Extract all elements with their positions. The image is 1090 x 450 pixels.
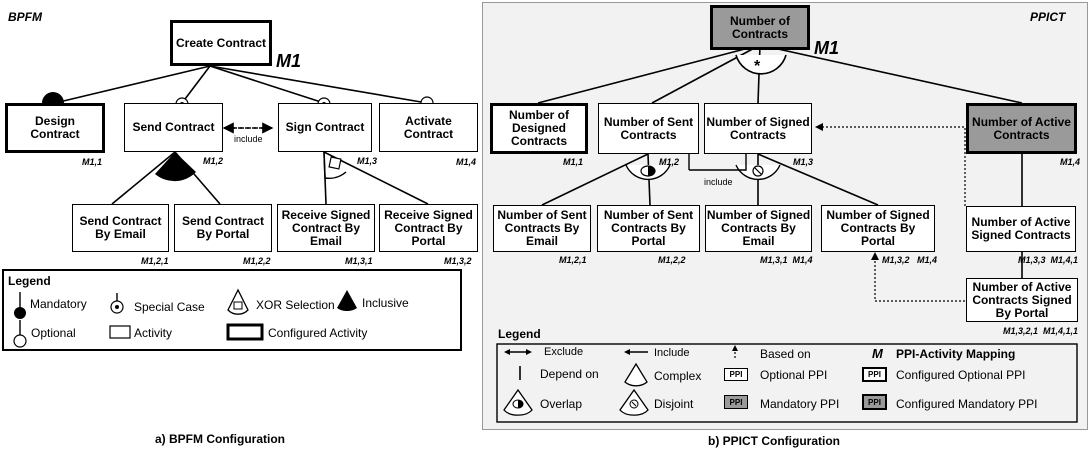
legend-include: Include bbox=[654, 347, 690, 359]
bpfm-mapping-label: M1 bbox=[276, 51, 302, 71]
legend-special-case: Special Case bbox=[134, 300, 205, 314]
bpfm-send-by-email[interactable]: Send Contract By Email bbox=[72, 204, 169, 252]
ppict-designed-contracts[interactable]: Number of Designed Contracts bbox=[490, 103, 588, 154]
legend-configured-mandatory-ppi: Configured Mandatory PPI bbox=[896, 397, 1038, 411]
ppict-signed-email-mapping: M1,3,1 M1,4 bbox=[760, 255, 813, 265]
ppict-active-portal-mapping: M1,3,2,1 M1,4,1,1 bbox=[1003, 326, 1079, 336]
ppict-signed-by-email[interactable]: Number of Signed Contracts By Email bbox=[705, 205, 812, 252]
ppict-active-mapping: M1,4 bbox=[1060, 157, 1081, 167]
legend-exclude: Exclude bbox=[544, 346, 584, 358]
ppict-active-contracts[interactable]: Number of Active Contracts bbox=[966, 103, 1077, 154]
ppict-signed-contracts[interactable]: Number of Signed Contracts bbox=[704, 103, 812, 154]
ppict-sent-mapping: M1,2 bbox=[659, 157, 680, 167]
ppict-sent-email-mapping: M1,2,1 bbox=[559, 255, 587, 265]
complex-symbol: * bbox=[754, 58, 761, 75]
ppict-active-signed[interactable]: Number of Active Signed Contracts bbox=[966, 206, 1076, 252]
bpfm-recv-portal-mapping: M1,3,2 bbox=[444, 256, 472, 266]
bpfm-send-portal-mapping: M1,2,2 bbox=[243, 256, 271, 266]
ppict-active-signed-by-portal[interactable]: Number of Active Contracts Signed By Por… bbox=[966, 278, 1078, 322]
bpfm-caption: a) BPFM Configuration bbox=[155, 432, 285, 446]
legend-depend-on: Depend on bbox=[540, 367, 599, 381]
legend-configured-activity: Configured Activity bbox=[268, 326, 368, 340]
ppict-sent-by-portal[interactable]: Number of Sent Contracts By Portal bbox=[597, 205, 700, 252]
bpfm-title: BPFM bbox=[8, 10, 42, 24]
bpfm-receive-by-email[interactable]: Receive Signed Contract By Email bbox=[277, 204, 375, 252]
ppict-caption: b) PPICT Configuration bbox=[708, 434, 840, 448]
legend-mapping-symbol: M bbox=[872, 346, 883, 361]
ppict-number-of-contracts[interactable]: Number of Contracts bbox=[710, 5, 810, 50]
legend-activity: Activity bbox=[134, 326, 173, 340]
ppict-legend-title: Legend bbox=[498, 327, 541, 341]
ppict-title: PPICT bbox=[1030, 10, 1066, 24]
bpfm-sign-mapping: M1,3 bbox=[357, 156, 378, 166]
bpfm-send-mapping: M1,2 bbox=[203, 156, 224, 166]
bpfm-legend-title: Legend bbox=[8, 274, 51, 288]
ppict-sent-portal-mapping: M1,2,2 bbox=[658, 255, 686, 265]
bpfm-create-contract[interactable]: Create Contract bbox=[170, 20, 272, 66]
bpfm-design-mapping: M1,1 bbox=[82, 157, 103, 167]
legend-optional-ppi: Optional PPI bbox=[760, 368, 828, 382]
legend-disjoint: Disjoint bbox=[654, 397, 694, 411]
bpfm-design-contract[interactable]: Design Contract bbox=[5, 103, 105, 153]
bpfm-receive-by-portal[interactable]: Receive Signed Contract By Portal bbox=[379, 204, 478, 252]
bpfm-activate-contract[interactable]: Activate Contract bbox=[379, 103, 478, 152]
ppict-sent-contracts[interactable]: Number of Sent Contracts bbox=[598, 103, 699, 154]
legend-overlap: Overlap bbox=[540, 397, 583, 411]
legend-mapping: PPI-Activity Mapping bbox=[896, 347, 1016, 361]
bpfm-recv-email-mapping: M1,3,1 bbox=[345, 256, 373, 266]
legend-based-on: Based on bbox=[760, 347, 811, 361]
ppict-signed-portal-mapping: M1,3,2 M1,4 bbox=[882, 255, 938, 265]
legend-configured-optional-ppi-icon: PPI bbox=[862, 367, 887, 382]
legend-inclusive: Inclusive bbox=[362, 296, 409, 310]
bpfm-send-email-mapping: M1,2,1 bbox=[141, 256, 169, 266]
bpfm-sign-contract[interactable]: Sign Contract bbox=[278, 103, 372, 152]
ppict-include-label: include bbox=[704, 177, 733, 187]
legend-configured-optional-ppi: Configured Optional PPI bbox=[896, 368, 1026, 382]
legend-mandatory-ppi: Mandatory PPI bbox=[760, 397, 840, 411]
legend-complex: Complex bbox=[654, 369, 702, 383]
bpfm-send-contract[interactable]: Send Contract bbox=[124, 103, 223, 152]
bpfm-include-label: include bbox=[234, 134, 263, 144]
legend-configured-mandatory-ppi-icon: PPI bbox=[862, 394, 887, 410]
legend-mandatory-ppi-icon: PPI bbox=[724, 395, 748, 409]
legend-optional-ppi-icon: PPI bbox=[724, 368, 748, 381]
bpfm-send-by-portal[interactable]: Send Contract By Portal bbox=[174, 204, 272, 252]
ppict-active-signed-mapping: M1,3,3 M1,4,1 bbox=[1018, 255, 1079, 265]
ppict-signed-by-portal[interactable]: Number of Signed Contracts By Portal bbox=[821, 205, 935, 252]
legend-mandatory: Mandatory bbox=[30, 297, 87, 311]
ppict-sent-by-email[interactable]: Number of Sent Contracts By Email bbox=[493, 205, 591, 252]
legend-optional: Optional bbox=[31, 326, 76, 340]
bpfm-activate-mapping: M1,4 bbox=[456, 157, 477, 167]
ppict-mapping-label: M1 bbox=[814, 38, 840, 58]
legend-xor-selection: XOR Selection bbox=[256, 298, 335, 312]
ppict-designed-mapping: M1,1 bbox=[563, 157, 584, 167]
ppict-signed-mapping: M1,3 bbox=[793, 157, 814, 167]
